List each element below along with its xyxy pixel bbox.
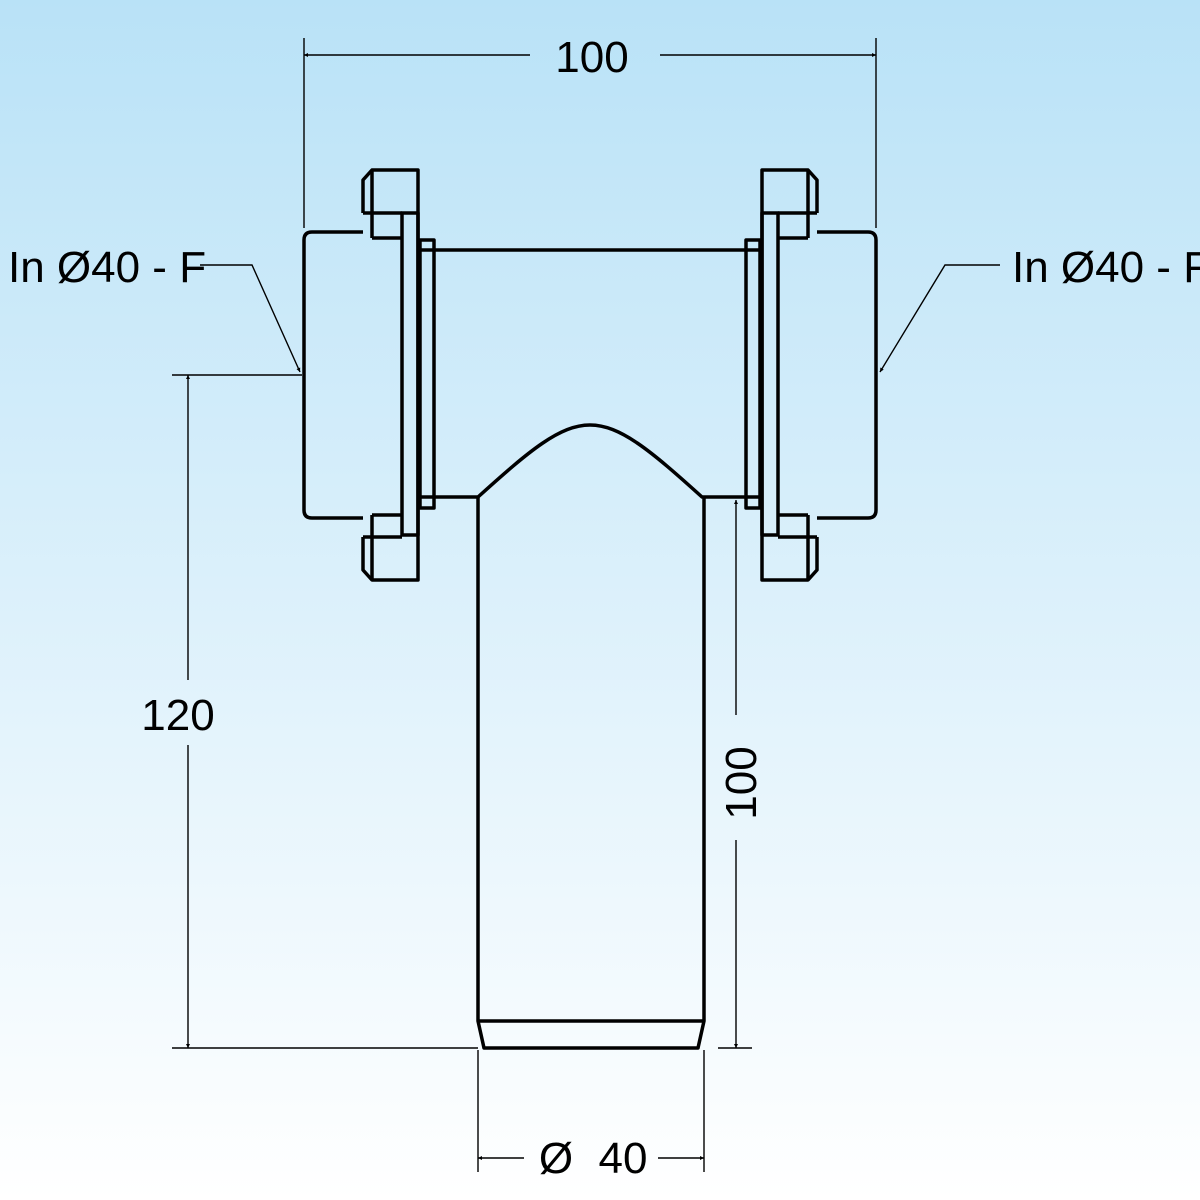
- dim-diameter-label: 40: [599, 1134, 648, 1183]
- dim-stem-label: 100: [717, 746, 766, 819]
- leader-left: [200, 264, 301, 373]
- dimension-stem-length: [718, 500, 752, 1049]
- dimension-diameter: [477, 1050, 705, 1172]
- inlet-left-label: In Ø40 - F: [8, 243, 206, 292]
- left-flange: [302, 168, 436, 582]
- dimension-width: [303, 38, 877, 228]
- tee-body: [434, 248, 746, 1050]
- diameter-symbol: Ø: [539, 1134, 573, 1183]
- inlet-right-label: In Ø40 - F: [1012, 243, 1200, 292]
- leader-right: [879, 264, 1000, 373]
- dimension-total-height: [172, 374, 478, 1049]
- dim-width-label: 100: [555, 33, 628, 82]
- dim-height-label: 120: [141, 691, 214, 740]
